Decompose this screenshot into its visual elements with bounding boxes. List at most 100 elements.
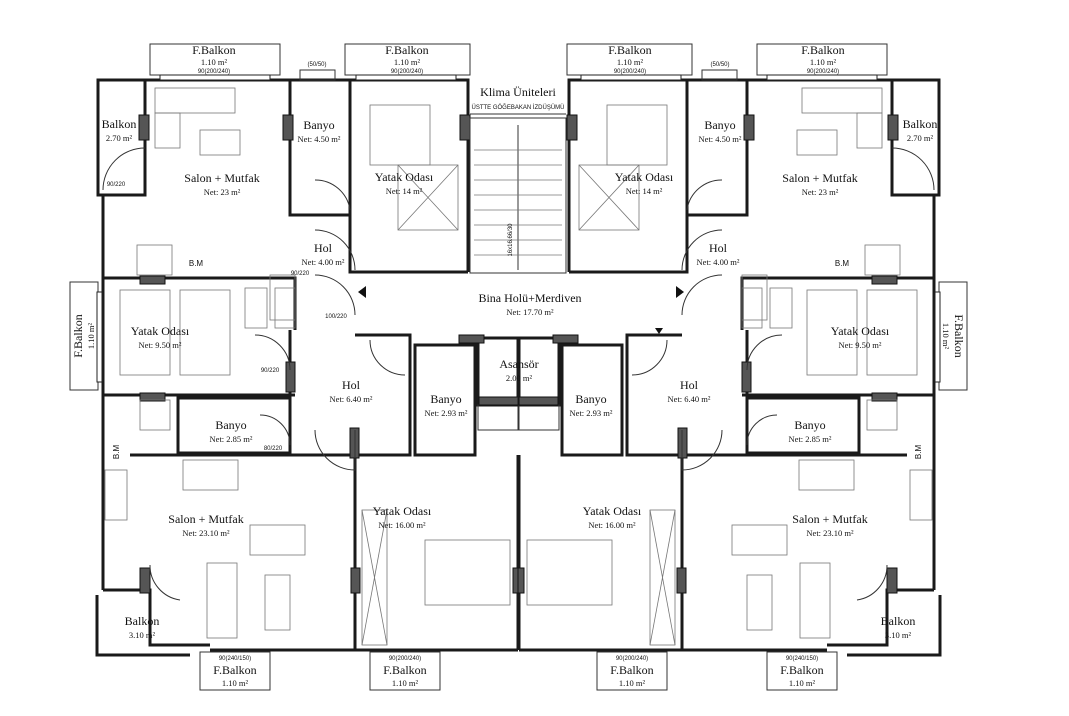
- room-name: Balkon: [102, 117, 137, 131]
- room-name: Banyo: [303, 118, 334, 132]
- fbalkon-area: 1.10 m²: [392, 678, 419, 688]
- apartment-right-top: F.Balkon 1.10 m² 90(200/240) F.Balkon 1.…: [608, 43, 937, 268]
- arrow-icon: [655, 328, 663, 334]
- arrow-icon: [676, 286, 684, 298]
- fbalkon-area: 1.10 m²: [201, 57, 228, 67]
- window-label: 90(200/240): [198, 69, 230, 75]
- washing-machine-label: B.M: [835, 259, 850, 268]
- fbalkon-name: F.Balkon: [608, 43, 651, 57]
- room-name: Banyo: [215, 418, 246, 432]
- room-area: 3.10 m²: [885, 630, 912, 640]
- window-label: 90(200/240): [616, 656, 648, 662]
- fbalkon-name: F.Balkon: [192, 43, 235, 57]
- room-name: Salon + Mutfak: [168, 512, 243, 526]
- room-name: Salon + Mutfak: [782, 171, 857, 185]
- room-name: Banyo: [704, 118, 735, 132]
- washing-machine-label: B.M: [112, 445, 121, 460]
- door-label: 100/220: [325, 314, 347, 320]
- fbalkon-name: F.Balkon: [610, 663, 653, 677]
- fbalkon-name: F.Balkon: [952, 314, 966, 357]
- room-area: Net: 6.40 m²: [668, 394, 711, 404]
- room-name: Yatak Odası: [131, 324, 190, 338]
- room-area: Net: 2.85 m²: [789, 434, 832, 444]
- washing-machine-label: B.M: [914, 445, 923, 460]
- room-area: 3.10 m²: [129, 630, 156, 640]
- window-label: 90(200/240): [807, 69, 839, 75]
- window-label: 90(200/240): [391, 69, 423, 75]
- room-area: Net: 9.50 m²: [139, 340, 182, 350]
- fbalkon-area: 1.10 m²: [394, 57, 421, 67]
- fbalkon-name: F.Balkon: [213, 663, 256, 677]
- room-area: 2.70 m²: [907, 133, 934, 143]
- room-area: Net: 2.93 m²: [570, 408, 613, 418]
- window-label: 90(240/150): [219, 656, 251, 662]
- room-name: Banyo: [430, 392, 461, 406]
- room-area: Net: 16.00 m²: [588, 520, 636, 530]
- room-name: Hol: [709, 241, 728, 255]
- hall-name: Bina Holü+Merdiven: [478, 291, 581, 305]
- room-area: Net: 2.93 m²: [425, 408, 468, 418]
- fbalkon-area: 1.10 m²: [941, 323, 951, 350]
- room-name: Banyo: [794, 418, 825, 432]
- door-label: 80/220: [264, 446, 283, 452]
- room-name: Salon + Mutfak: [792, 512, 867, 526]
- washing-machine-label: B.M: [189, 259, 204, 268]
- room-name: Balkon: [881, 614, 916, 628]
- arrow-icon: [358, 286, 366, 298]
- room-name: Yatak Odası: [583, 504, 642, 518]
- room-area: Net: 16.00 m²: [378, 520, 426, 530]
- room-area: Net: 4.50 m²: [699, 134, 742, 144]
- hall-area: Net: 17.70 m²: [506, 307, 554, 317]
- door-label: 90/220: [261, 368, 280, 374]
- room-area: Net: 4.00 m²: [302, 257, 345, 267]
- elevator-area: 2.00 m²: [506, 373, 533, 383]
- room-area: 2.70 m²: [106, 133, 133, 143]
- room-area: Net: 23.10 m²: [806, 528, 854, 538]
- room-area: Net: 9.50 m²: [839, 340, 882, 350]
- door-label: 90/220: [291, 271, 310, 277]
- room-name: Balkon: [125, 614, 160, 628]
- fbalkon-area: 1.10 m²: [810, 57, 837, 67]
- room-area: Net: 14 m²: [386, 186, 423, 196]
- elevator-name: Asansör: [499, 357, 538, 371]
- room-area: Net: 4.00 m²: [697, 257, 740, 267]
- room-name: Yatak Odası: [831, 324, 890, 338]
- room-name: Hol: [314, 241, 333, 255]
- room-name: Yatak Odası: [615, 170, 674, 184]
- room-name: Hol: [680, 378, 699, 392]
- room-area: Net: 23 m²: [204, 187, 241, 197]
- fbalkon-name: F.Balkon: [383, 663, 426, 677]
- apartment-right-bottom: F.Balkon 1.10 m² Yatak Odası Net: 9.50 m…: [570, 314, 966, 688]
- ac-units-note: ÜSTTE GÖĞEBAKAN İZDÜŞÜMÜ: [471, 104, 564, 111]
- room-area: Net: 2.85 m²: [210, 434, 253, 444]
- window-label: 90(240/150): [786, 656, 818, 662]
- room-area: Net: 6.40 m²: [330, 394, 373, 404]
- room-name: Salon + Mutfak: [184, 171, 259, 185]
- door-label: 90/220: [107, 182, 126, 188]
- apartment-left-top: F.Balkon 1.10 m² 90(200/240) F.Balkon 1.…: [102, 43, 434, 277]
- room-name: Balkon: [903, 117, 938, 131]
- room-name: Banyo: [575, 392, 606, 406]
- fbalkon-name: F.Balkon: [801, 43, 844, 57]
- room-area: Net: 4.50 m²: [298, 134, 341, 144]
- fbalkon-name: F.Balkon: [71, 314, 85, 357]
- window-label: 90(200/240): [389, 656, 421, 662]
- ac-units-title: Klima Üniteleri: [480, 85, 556, 99]
- room-area: Net: 23 m²: [802, 187, 839, 197]
- room-name: Hol: [342, 378, 361, 392]
- room-area: Net: 23.10 m²: [182, 528, 230, 538]
- right-half-walls: [516, 42, 969, 692]
- vent-label: (50/50): [710, 62, 729, 68]
- left-half-walls: [68, 42, 521, 692]
- fbalkon-name: F.Balkon: [385, 43, 428, 57]
- fbalkon-area: 1.10 m²: [222, 678, 249, 688]
- fbalkon-area: 1.10 m²: [86, 322, 96, 349]
- apartment-left-bottom: F.Balkon 1.10 m² Yatak Odası Net: 9.50 m…: [71, 314, 468, 688]
- window-label: 90(200/240): [614, 69, 646, 75]
- room-name: Yatak Odası: [375, 170, 434, 184]
- room-area: Net: 14 m²: [626, 186, 663, 196]
- staircase: 16x16.66/30: [469, 117, 567, 274]
- stair-label: 16x16.66/30: [508, 223, 514, 257]
- fbalkon-area: 1.10 m²: [619, 678, 646, 688]
- vent-label: (50/50): [307, 62, 326, 68]
